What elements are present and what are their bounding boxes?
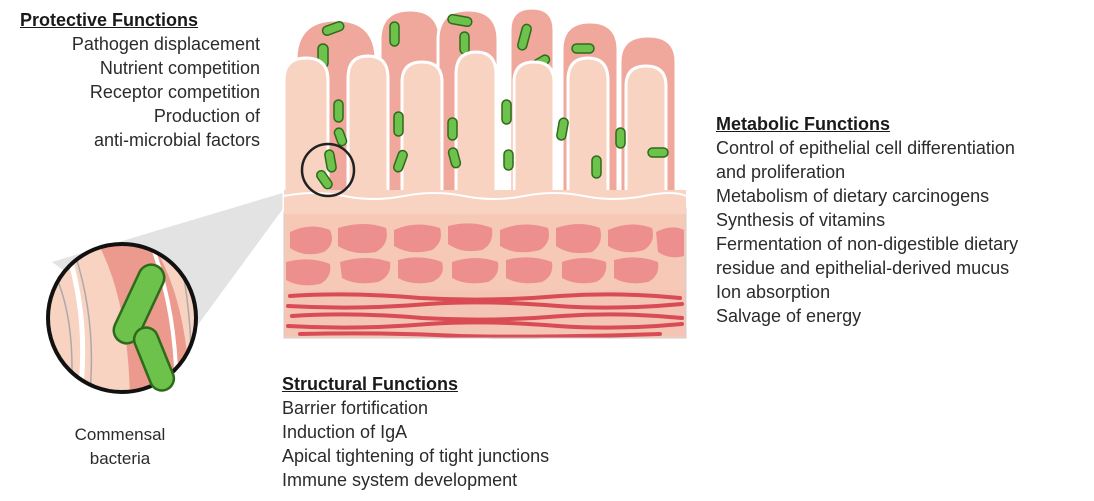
protective-item: Pathogen displacement	[20, 32, 260, 56]
metabolic-item: Ion absorption	[716, 280, 1086, 304]
metabolic-item: Fermentation of non-digestible dietary	[716, 232, 1086, 256]
metabolic-item: residue and epithelial-derived mucus	[716, 256, 1086, 280]
structural-item: Induction of IgA	[282, 420, 642, 444]
epithelial-band	[284, 190, 686, 214]
metabolic-functions-heading: Metabolic Functions	[716, 112, 1086, 136]
commensal-bacteria-label: Commensal bacteria	[40, 423, 200, 471]
protective-item: Receptor competition	[20, 80, 260, 104]
protective-item: Nutrient competition	[20, 56, 260, 80]
structural-item: Immune system development	[282, 468, 642, 492]
metabolic-functions-block: Metabolic Functions Control of epithelia…	[716, 112, 1086, 328]
commensal-label-line: bacteria	[40, 447, 200, 471]
protective-functions-block: Protective Functions Pathogen displaceme…	[20, 8, 260, 152]
metabolic-item: Salvage of energy	[716, 304, 1086, 328]
protective-item: Production of	[20, 104, 260, 128]
structural-item: Barrier fortification	[282, 396, 642, 420]
protective-item: anti-microbial factors	[20, 128, 260, 152]
structural-functions-heading: Structural Functions	[282, 372, 642, 396]
structural-functions-block: Structural Functions Barrier fortificati…	[282, 372, 642, 492]
metabolic-item: and proliferation	[716, 160, 1086, 184]
protective-functions-heading: Protective Functions	[20, 8, 260, 32]
metabolic-item: Metabolism of dietary carcinogens	[716, 184, 1086, 208]
commensal-label-line: Commensal	[40, 423, 200, 447]
structural-item: Apical tightening of tight junctions	[282, 444, 642, 468]
metabolic-item: Synthesis of vitamins	[716, 208, 1086, 232]
metabolic-item: Control of epithelial cell differentiati…	[716, 136, 1086, 160]
